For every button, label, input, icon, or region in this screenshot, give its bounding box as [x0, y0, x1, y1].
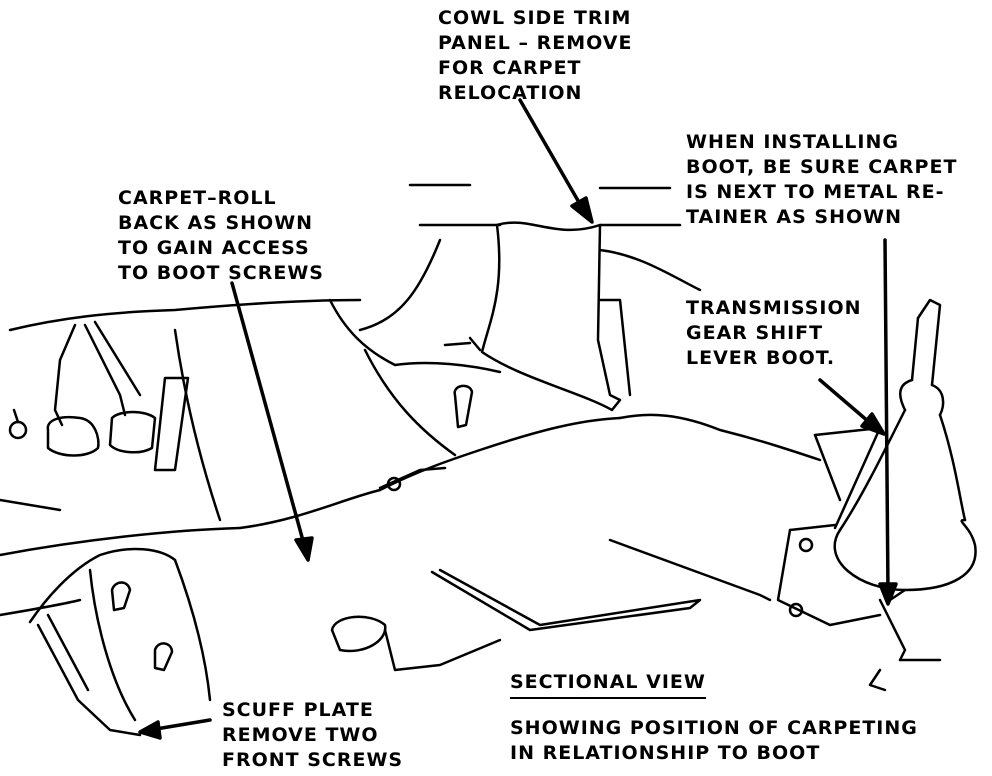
- scuff-plate-label: SCUFF PLATE REMOVE TWO FRONT SCREWS: [222, 698, 403, 773]
- cowl-side-trim-panel: [443, 221, 632, 412]
- boot-install-line-3: IS NEXT TO METAL RE-: [686, 181, 945, 203]
- cowl-panel-label: COWL SIDE TRIM PANEL – REMOVE FOR CARPET…: [438, 6, 632, 106]
- carpet-roll-label: CARPET–ROLL BACK AS SHOWN TO GAIN ACCESS…: [118, 186, 324, 286]
- carpet-flap: [330, 538, 772, 672]
- boot-install-label: WHEN INSTALLING BOOT, BE SURE CARPET IS …: [686, 130, 957, 230]
- transmission-line-1: TRANSMISSION: [686, 297, 862, 319]
- cowl-label-line-2: PANEL – REMOVE: [438, 32, 633, 54]
- carpet-roll-line-4: TO BOOT SCREWS: [118, 262, 324, 284]
- cowl-label-line-4: RELOCATION: [438, 82, 583, 104]
- sectional-view-title: SECTIONAL VIEW: [510, 670, 706, 699]
- scuff-line-1: SCUFF PLATE: [222, 699, 374, 721]
- transmission-label: TRANSMISSION GEAR SHIFT LEVER BOOT.: [686, 296, 862, 371]
- scuff-line-2: REMOVE TWO: [222, 724, 379, 746]
- scuff-plate: [28, 547, 212, 737]
- carpet-roll-line-1: CARPET–ROLL: [118, 187, 277, 209]
- scuff-line-3: FRONT SCREWS: [222, 749, 404, 771]
- floor-screws: [378, 384, 474, 492]
- sectional-title-text: SECTIONAL VIEW: [510, 670, 706, 699]
- carpet-roll-line-2: BACK AS SHOWN: [118, 212, 314, 234]
- floor-outline: [0, 183, 822, 617]
- carpet-roll-line-3: TO GAIN ACCESS: [118, 237, 310, 259]
- sectional-view-caption: SHOWING POSITION OF CARPETING IN RELATIO…: [510, 716, 918, 766]
- sectional-caption-line-2: IN RELATIONSHIP TO BOOT: [510, 742, 821, 764]
- transmission-line-3: LEVER BOOT.: [686, 347, 836, 369]
- boot-install-line-2: BOOT, BE SURE CARPET: [686, 156, 958, 178]
- leader-arrows: [138, 98, 898, 740]
- cowl-label-line-3: FOR CARPET: [438, 57, 582, 79]
- sectional-caption-line-1: SHOWING POSITION OF CARPETING: [510, 717, 918, 739]
- boot-install-line-1: WHEN INSTALLING: [686, 131, 899, 153]
- boot-install-line-4: TAINER AS SHOWN: [686, 206, 902, 228]
- pedal-assembly: [8, 320, 190, 472]
- shift-lever-boot: [776, 298, 977, 692]
- transmission-line-2: GEAR SHIFT: [686, 322, 824, 344]
- cowl-label-line-1: COWL SIDE TRIM: [438, 7, 632, 29]
